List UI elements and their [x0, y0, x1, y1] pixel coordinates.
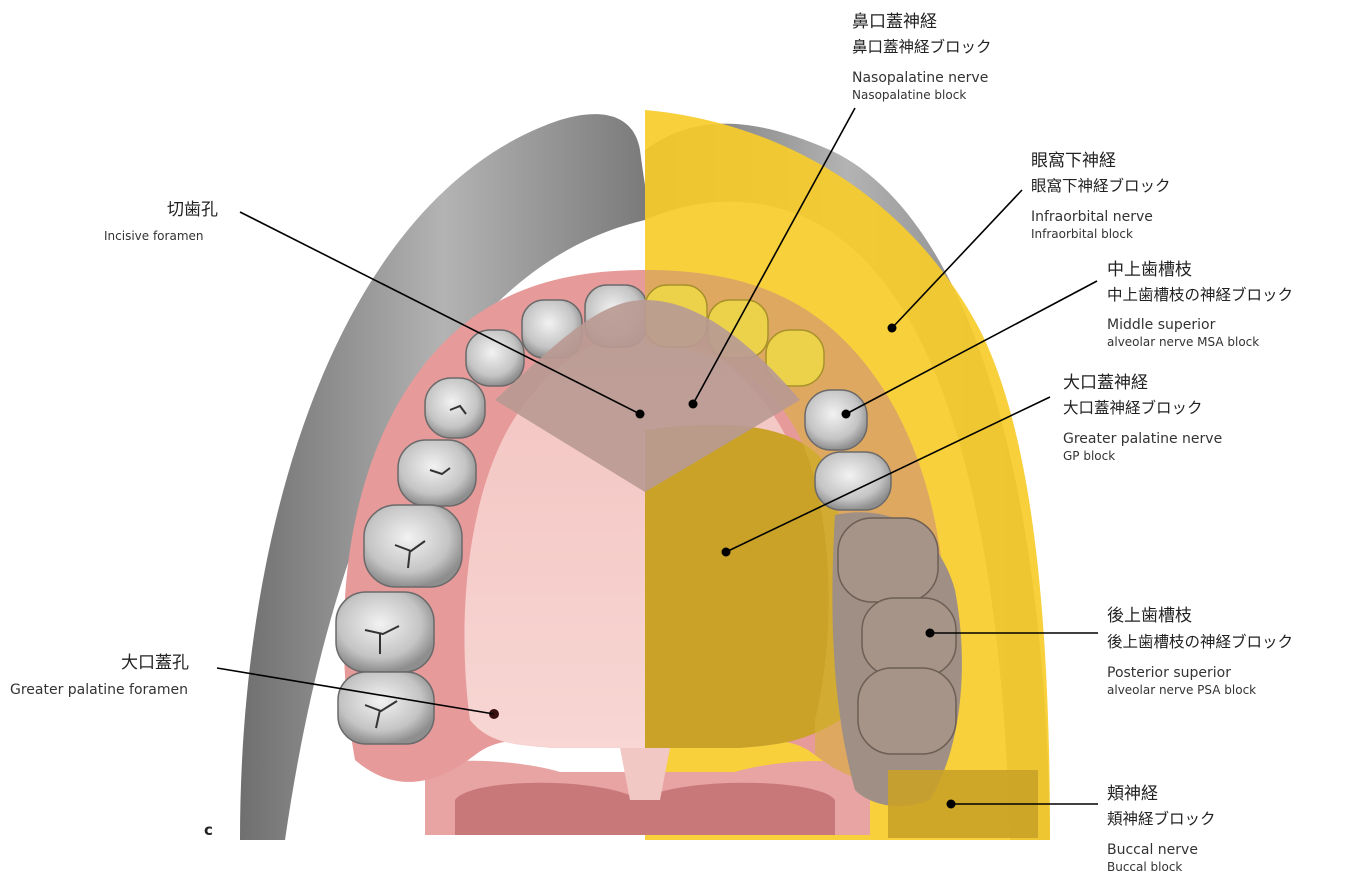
- label-psa-en: Posterior superior: [1107, 666, 1231, 680]
- label-infraorbital-en: Infraorbital nerve: [1031, 210, 1153, 224]
- label-msa-en-block: alveolar nerve MSA block: [1107, 336, 1259, 348]
- label-buccal-en: Buccal nerve: [1107, 843, 1198, 857]
- label-nasopalatine-en: Nasopalatine nerve: [852, 71, 988, 85]
- label-psa-jp: 後上歯槽枝: [1107, 608, 1192, 625]
- label-incisive-jp: 切歯孔: [167, 202, 218, 219]
- label-infraorbital-jp: 眼窩下神経: [1031, 153, 1116, 170]
- label-buccal-en-block: Buccal block: [1107, 861, 1182, 873]
- label-incisive-en: Incisive foramen: [104, 230, 204, 242]
- label-gp-jp: 大口蓋神経: [1063, 375, 1148, 392]
- label-psa-en-block: alveolar nerve PSA block: [1107, 684, 1256, 696]
- label-gp-foramen-en: Greater palatine foramen: [10, 683, 188, 697]
- label-gp-foramen-jp: 大口蓋孔: [121, 655, 189, 672]
- label-gp-en: Greater palatine nerve: [1063, 432, 1222, 446]
- panel-label: c: [204, 821, 213, 839]
- label-infraorbital-jp-block: 眼窩下神経ブロック: [1031, 179, 1171, 195]
- label-buccal-jp-block: 頬神経ブロック: [1107, 812, 1216, 828]
- label-nasopalatine-jp: 鼻口蓋神経: [852, 14, 937, 31]
- label-buccal-jp: 頬神経: [1107, 786, 1158, 803]
- label-nasopalatine-jp-block: 鼻口蓋神経ブロック: [852, 40, 992, 56]
- label-msa-jp-block: 中上歯槽枝の神経ブロック: [1107, 288, 1293, 304]
- label-psa-jp-block: 後上歯槽枝の神経ブロック: [1107, 635, 1293, 651]
- label-msa-en: Middle superior: [1107, 318, 1215, 332]
- label-gp-en-block: GP block: [1063, 450, 1115, 462]
- label-gp-jp-block: 大口蓋神経ブロック: [1063, 401, 1203, 417]
- label-msa-jp: 中上歯槽枝: [1107, 262, 1192, 279]
- label-infraorbital-en-block: Infraorbital block: [1031, 228, 1133, 240]
- label-nasopalatine-en-block: Nasopalatine block: [852, 89, 966, 101]
